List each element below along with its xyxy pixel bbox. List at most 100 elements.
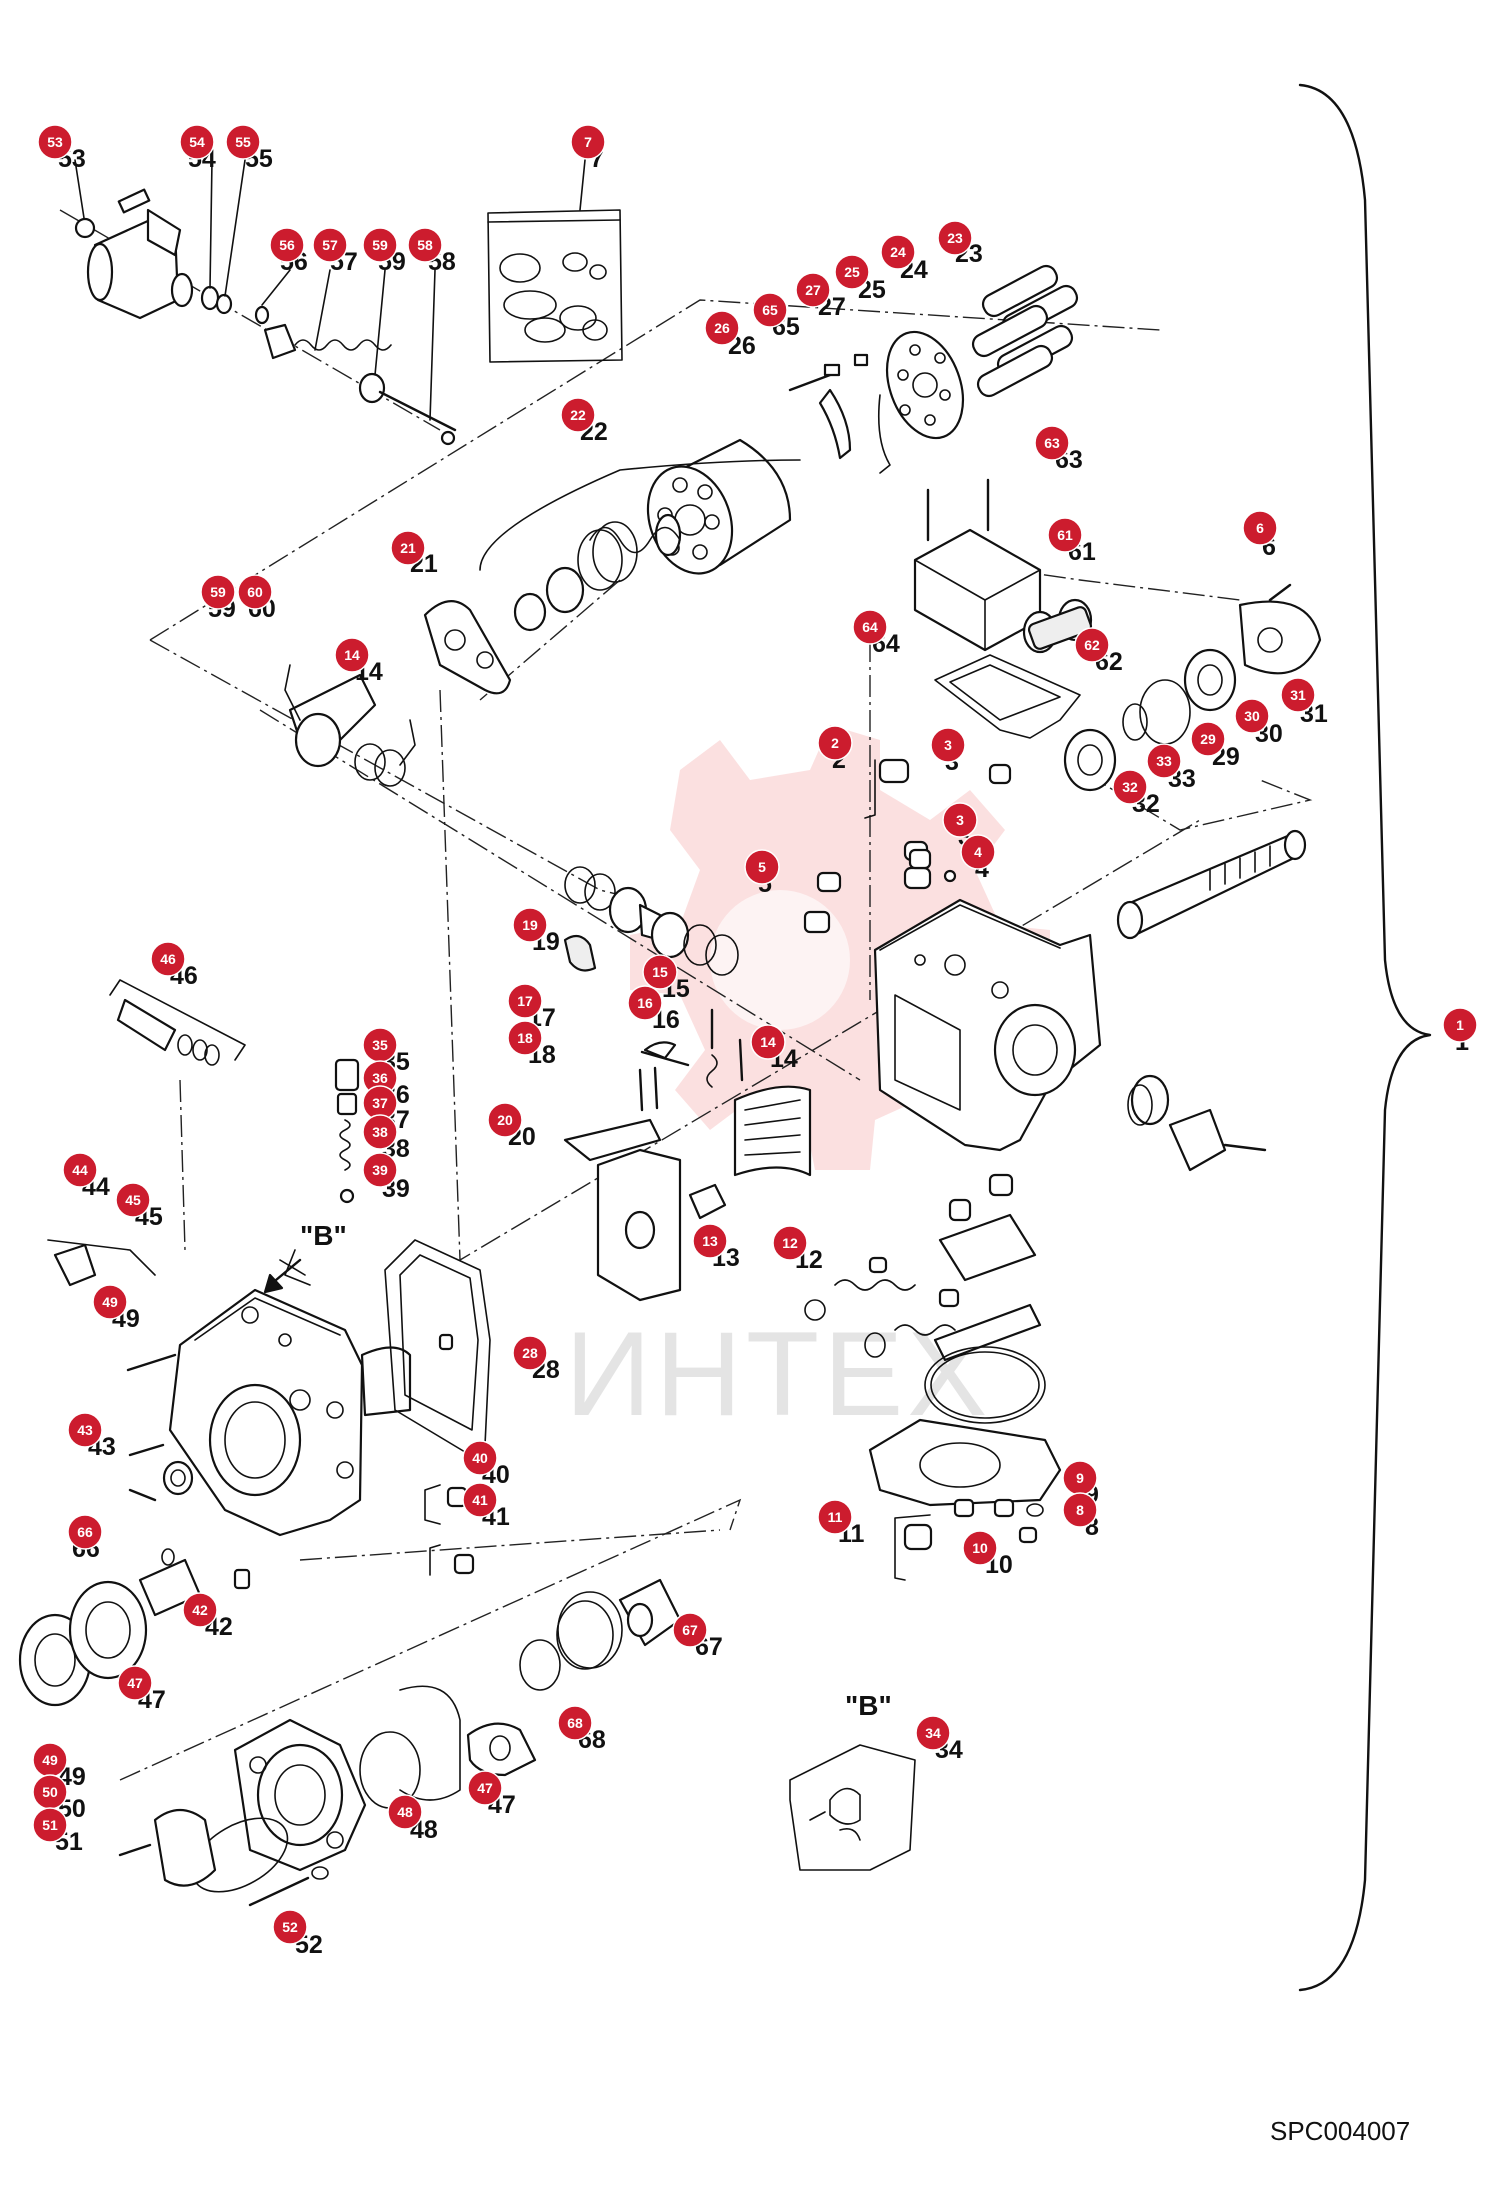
callout-14: 14	[334, 637, 370, 673]
retainer-plate	[877, 330, 964, 474]
callout-31: 31	[1280, 677, 1316, 713]
shaft-seals	[1063, 583, 1322, 792]
callout-bubble	[817, 1499, 853, 1535]
callout-bubble-number: 67	[682, 1622, 698, 1638]
callout-bubble	[750, 1024, 786, 1060]
callout-bubble	[1280, 677, 1316, 713]
callout-bubble-number: 32	[1122, 779, 1138, 795]
callout-61: 61	[1047, 517, 1083, 553]
callout-bubble-number: 56	[279, 237, 295, 253]
callout-bubble	[570, 124, 606, 160]
piston-set	[971, 264, 1079, 398]
drawing-code: SPC004007	[1270, 2116, 1410, 2146]
relief-valve-group	[74, 159, 457, 446]
callout-32: 32	[1112, 769, 1148, 805]
callout-bubble-number: 57	[322, 237, 338, 253]
callout-bubble-number: 16	[637, 995, 653, 1011]
callout-bubble-number: 14	[760, 1034, 776, 1050]
callout-35: 35	[362, 1027, 398, 1063]
callout-bubble	[115, 1182, 151, 1218]
callout-bubble-number: 20	[497, 1112, 513, 1128]
callout-bubble	[1062, 1492, 1098, 1528]
callout-bubble	[852, 609, 888, 645]
servo-piston-seals	[284, 664, 739, 976]
callout-bubble-number: 63	[1044, 435, 1060, 451]
callout-bubble-number: 26	[714, 320, 730, 336]
callout-bubble-number: 47	[127, 1675, 143, 1691]
cylinder-block	[479, 438, 801, 632]
callout-bubble-number: 21	[400, 540, 416, 556]
callout-bubble	[1047, 517, 1083, 553]
callout-bubble-number: 53	[47, 134, 63, 150]
control-block	[913, 478, 1093, 654]
callout-12: 12	[772, 1225, 808, 1261]
callout-bubble-number: 1	[1456, 1017, 1464, 1033]
callout-bubble	[272, 1909, 308, 1945]
callout-bubble-number: 47	[477, 1780, 493, 1796]
callout-60: 60	[237, 574, 273, 610]
callout-27: 27	[795, 272, 831, 308]
view-b-inset	[789, 1744, 916, 1871]
callout-bubble-number: 68	[567, 1715, 583, 1731]
callout-bubble	[334, 637, 370, 673]
callout-65: 65	[752, 292, 788, 328]
callout-bubble-number: 49	[42, 1752, 58, 1768]
callout-49: 49	[32, 1742, 68, 1778]
callout-19: 19	[512, 907, 548, 943]
callout-bubble-number: 43	[77, 1422, 93, 1438]
callout-41: 41	[462, 1482, 498, 1518]
callout-bubble	[930, 727, 966, 763]
callout-bubble	[150, 941, 186, 977]
callout-10: 10	[962, 1530, 998, 1566]
port-block	[47, 1239, 475, 1590]
callout-bubble	[834, 254, 870, 290]
callout-bubble-number: 33	[1156, 753, 1172, 769]
callout-39: 39	[362, 1152, 398, 1188]
callout-bubble	[92, 1284, 128, 1320]
callout-bubble	[237, 574, 273, 610]
callout-bubble	[772, 1225, 808, 1261]
callout-33: 33	[1146, 743, 1182, 779]
callout-bubble	[942, 802, 978, 838]
callout-bubble	[62, 1152, 98, 1188]
callout-67: 67	[672, 1612, 708, 1648]
gasket-28	[384, 1239, 491, 1456]
callout-bubble	[1442, 1007, 1478, 1043]
callout-bubble-number: 4	[974, 844, 982, 860]
callout-bubble	[407, 227, 443, 263]
callout-bubble-number: 3	[956, 812, 964, 828]
callout-4: 4	[960, 834, 996, 870]
callout-8: 8	[1062, 1492, 1098, 1528]
callout-bubble	[462, 1440, 498, 1476]
callout-53: 53	[37, 124, 73, 160]
callout-bubble-number: 30	[1244, 708, 1260, 724]
callout-bubble	[512, 1335, 548, 1371]
callout-47: 47	[117, 1665, 153, 1701]
callout-42: 42	[182, 1592, 218, 1628]
callout-14: 14	[750, 1024, 786, 1060]
servo-pins	[638, 1008, 744, 1112]
callout-bubble-number: 27	[805, 282, 821, 298]
callout-bubble-number: 24	[890, 244, 906, 260]
view-b-label-top: "B"	[300, 1220, 347, 1251]
callout-bubble	[880, 234, 916, 270]
callout-bubble-number: 23	[947, 230, 963, 246]
callout-21: 21	[390, 530, 426, 566]
callout-bubble	[507, 983, 543, 1019]
callout-bubble	[1034, 425, 1070, 461]
callout-23: 23	[937, 220, 973, 256]
callout-bubble-number: 48	[397, 1804, 413, 1820]
callout-bubble	[960, 834, 996, 870]
callout-bubble-number: 6	[1256, 520, 1264, 536]
callout-bubble-number: 54	[189, 134, 205, 150]
callout-bubble	[179, 124, 215, 160]
view-b-arrowhead	[263, 1273, 284, 1294]
callout-bubble-number: 55	[235, 134, 251, 150]
callout-68: 68	[557, 1705, 593, 1741]
callout-bubble	[704, 310, 740, 346]
callout-layer: 5247485150493468476742661011894140432849…	[32, 124, 1478, 1959]
callout-bubble-number: 11	[828, 1509, 843, 1525]
callout-66: 66	[67, 1514, 103, 1550]
callout-52: 52	[272, 1909, 308, 1945]
